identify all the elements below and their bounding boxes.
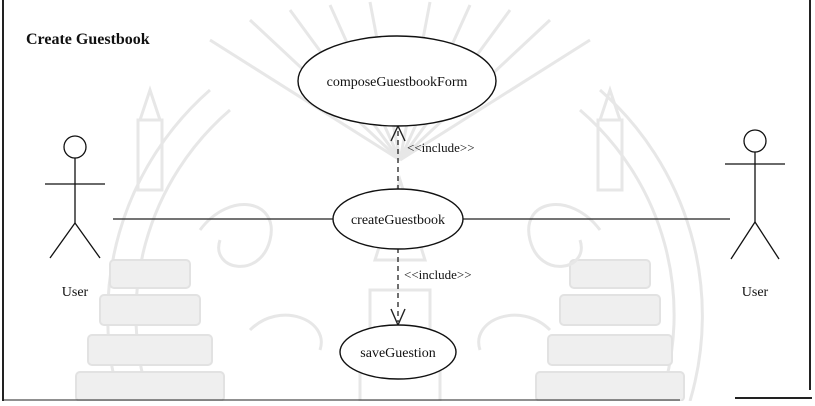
use-case-compose-guestbook-form[interactable]: composeGuestbookForm: [297, 35, 497, 127]
stick-figure-icon: [725, 129, 785, 260]
use-case-ellipse: [332, 188, 464, 250]
watermark-pagoda-right: [535, 85, 685, 402]
diagram-title: Create Guestbook: [26, 31, 150, 48]
use-case-label: composeGuestbookForm: [327, 75, 468, 90]
actor-left[interactable]: User: [45, 135, 105, 300]
stick-figure-icon: [45, 135, 105, 259]
watermark-seal: [75, 1, 704, 403]
include-label-top: <<include>>: [407, 140, 475, 155]
actor-label: User: [742, 285, 769, 300]
use-case-save-guestion[interactable]: saveGuestion: [339, 324, 457, 380]
use-case-ellipse: [297, 35, 497, 127]
actor-right[interactable]: User: [725, 129, 785, 300]
include-label-bottom: <<include>>: [404, 267, 472, 282]
include-relation-top: <<include>>: [390, 124, 475, 190]
watermark-pagoda-left: [75, 85, 225, 402]
use-case-label: saveGuestion: [360, 346, 435, 361]
use-case-label: createGuestbook: [351, 213, 445, 228]
use-case-ellipse: [339, 324, 457, 380]
use-case-create-guestbook[interactable]: createGuestbook: [332, 188, 464, 250]
actor-label: User: [62, 285, 89, 300]
